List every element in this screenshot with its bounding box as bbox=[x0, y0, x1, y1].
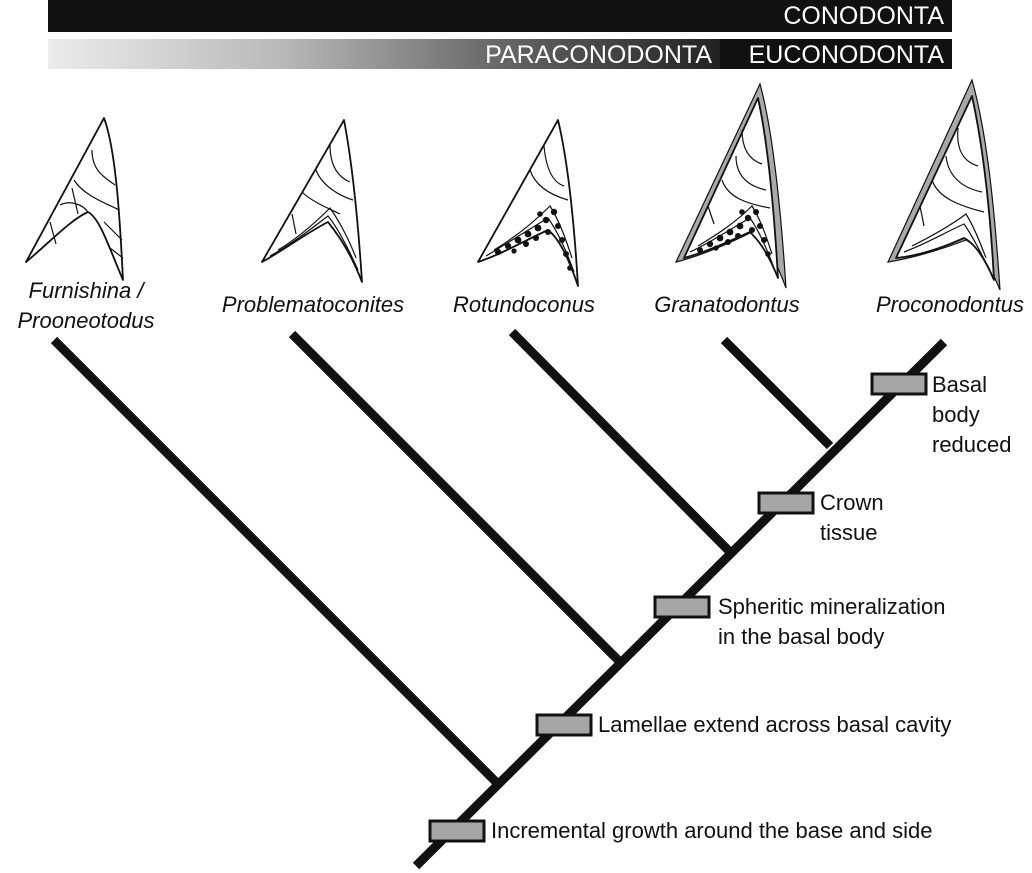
tooth-problematoconites bbox=[262, 120, 362, 282]
tooth-furnishina bbox=[26, 118, 123, 280]
character-label-basal-line1: Basal bbox=[932, 372, 987, 397]
tooth-proconodontus bbox=[888, 80, 1000, 290]
character-box-spheritic-mineralization bbox=[655, 597, 709, 617]
branch-problematoconites bbox=[292, 334, 620, 662]
character-box-basal-body-reduced bbox=[872, 374, 926, 394]
character-box-crown-tissue bbox=[759, 493, 813, 513]
taxon-label-problematoconites: Problematoconites bbox=[222, 292, 404, 317]
taxon-label-proconodontus: Proconodontus bbox=[876, 292, 1024, 317]
character-label-basal-line2: body bbox=[932, 402, 980, 427]
character-label-crown-line1: Crown bbox=[820, 490, 884, 515]
character-label-spheritic-line2: in the basal body bbox=[718, 624, 884, 649]
branch-rotundoconus bbox=[512, 332, 730, 552]
branch-furnishina bbox=[54, 340, 498, 784]
taxon-label-granatodontus: Granatodontus bbox=[654, 292, 800, 317]
conodonta-label: CONODONTA bbox=[783, 2, 944, 30]
taxon-label-furnishina-line1: Furnishina / bbox=[29, 278, 146, 303]
branch-granatodontus bbox=[724, 340, 830, 446]
character-box-lamellae bbox=[537, 715, 591, 735]
tooth-granatodontus bbox=[676, 84, 786, 288]
euconodonta-label: EUCONODONTA bbox=[749, 41, 945, 69]
paraconodonta-label: PARACONODONTA bbox=[485, 41, 712, 69]
character-label-basal-line3: reduced bbox=[932, 432, 1012, 457]
tooth-rotundoconus bbox=[478, 120, 578, 286]
taxon-label-rotundoconus: Rotundoconus bbox=[453, 292, 595, 317]
taxon-label-furnishina-line2: Prooneotodus bbox=[18, 308, 155, 333]
clade-bars: CONODONTA PARACONODONTA EUCONODONTA bbox=[48, 0, 952, 69]
character-label-crown-line2: tissue bbox=[820, 520, 877, 545]
character-label-spheritic-line1: Spheritic mineralization bbox=[718, 594, 945, 619]
taxon-labels: Furnishina / Prooneotodus Problematoconi… bbox=[18, 278, 1025, 333]
character-box-incremental-growth bbox=[430, 821, 484, 841]
character-label-lamellae: Lamellae extend across basal cavity bbox=[598, 712, 951, 737]
character-label-incremental-growth: Incremental growth around the base and s… bbox=[491, 818, 933, 843]
